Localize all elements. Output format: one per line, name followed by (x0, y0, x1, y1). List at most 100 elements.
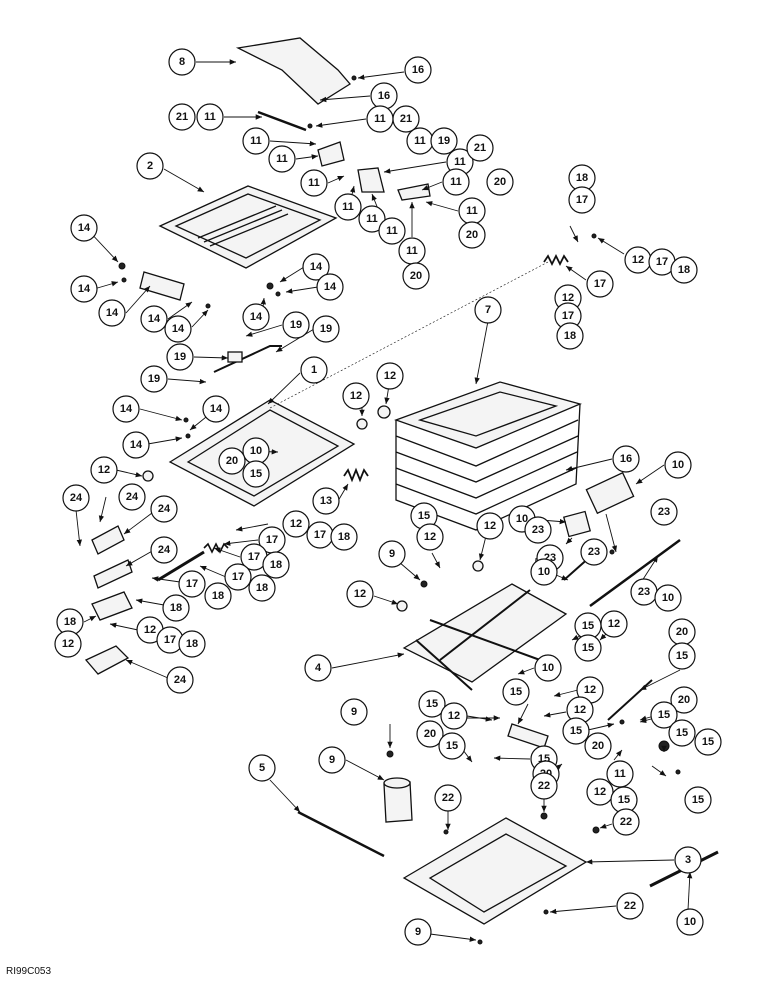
callout-10: 10 (534, 654, 562, 682)
callout-7: 7 (474, 296, 502, 324)
svg-text:20: 20 (678, 694, 690, 706)
callout-15: 15 (418, 690, 446, 718)
svg-text:23: 23 (588, 546, 600, 558)
svg-text:11: 11 (374, 113, 386, 125)
callout-12: 12 (346, 580, 374, 608)
callouts: 8 16 16 21 11 11 21 11 11 19 11 11 21 2 … (54, 48, 722, 946)
svg-text:17: 17 (656, 256, 668, 268)
callout-11: 11 (268, 145, 296, 173)
svg-text:14: 14 (172, 323, 185, 335)
svg-text:24: 24 (174, 674, 187, 686)
callout-17: 17 (554, 302, 582, 330)
svg-text:22: 22 (538, 780, 550, 792)
callout-15: 15 (694, 728, 722, 756)
callout-20: 20 (458, 221, 486, 249)
svg-text:17: 17 (576, 194, 588, 206)
callout-12: 12 (624, 246, 652, 274)
callout-11: 11 (378, 217, 406, 245)
svg-text:14: 14 (130, 439, 143, 451)
callout-22: 22 (612, 808, 640, 836)
callout-5: 5 (248, 754, 276, 782)
callout-9: 9 (318, 746, 346, 774)
svg-text:14: 14 (78, 283, 91, 295)
svg-text:12: 12 (484, 520, 496, 532)
callout-14: 14 (140, 305, 168, 333)
callout-17: 17 (240, 543, 268, 571)
svg-text:7: 7 (485, 304, 491, 316)
callout-20: 20 (486, 168, 514, 196)
callout-18: 18 (262, 551, 290, 579)
callout-22: 22 (530, 772, 558, 800)
svg-text:20: 20 (424, 728, 436, 740)
scissor-arms (415, 589, 541, 691)
svg-text:15: 15 (582, 620, 594, 632)
callout-15: 15 (668, 642, 696, 670)
svg-text:11: 11 (414, 135, 426, 147)
svg-text:15: 15 (510, 686, 522, 698)
svg-text:18: 18 (212, 590, 224, 602)
svg-text:19: 19 (320, 323, 332, 335)
svg-text:18: 18 (270, 559, 282, 571)
svg-text:2: 2 (147, 160, 153, 172)
svg-text:11: 11 (342, 201, 354, 213)
svg-text:11: 11 (204, 111, 216, 123)
bushing-12 (377, 405, 391, 419)
svg-text:19: 19 (174, 351, 186, 363)
callout-22: 22 (616, 892, 644, 920)
svg-text:24: 24 (126, 491, 139, 503)
svg-text:24: 24 (158, 544, 171, 556)
callout-12: 12 (476, 512, 504, 540)
callout-9: 9 (378, 540, 406, 568)
svg-text:18: 18 (186, 638, 198, 650)
svg-text:14: 14 (250, 311, 263, 323)
latch-block (227, 351, 243, 363)
callout-21: 21 (392, 105, 420, 133)
callout-15: 15 (650, 701, 678, 729)
svg-text:18: 18 (256, 582, 268, 594)
bushing-12b (356, 418, 368, 430)
callout-14: 14 (70, 275, 98, 303)
svg-text:20: 20 (592, 740, 604, 752)
svg-text:12: 12 (448, 710, 460, 722)
svg-text:10: 10 (250, 445, 262, 457)
callout-11: 11 (442, 168, 470, 196)
callout-20: 20 (402, 262, 430, 290)
callout-20: 20 (584, 732, 612, 760)
callout-12: 12 (416, 523, 444, 551)
callout-21: 21 (466, 134, 494, 162)
svg-text:13: 13 (320, 495, 332, 507)
callout-12: 12 (586, 778, 614, 806)
callout-23: 23 (524, 516, 552, 544)
callout-17: 17 (586, 270, 614, 298)
damper-15 (507, 723, 549, 749)
svg-text:5: 5 (259, 762, 265, 774)
callout-24: 24 (62, 484, 90, 512)
callout-17: 17 (224, 563, 252, 591)
svg-text:12: 12 (632, 254, 644, 266)
svg-text:12: 12 (354, 588, 366, 600)
assembly-reference-line (269, 261, 549, 409)
callout-17: 17 (306, 521, 334, 549)
callout-10: 10 (530, 558, 558, 586)
callout-19: 19 (140, 365, 168, 393)
callout-14: 14 (302, 253, 330, 281)
svg-text:18: 18 (576, 172, 588, 184)
callout-17: 17 (178, 570, 206, 598)
callout-18: 18 (178, 630, 206, 658)
callout-19: 19 (166, 343, 194, 371)
coil-spring-13 (343, 467, 369, 483)
svg-text:11: 11 (308, 177, 320, 189)
svg-text:11: 11 (366, 213, 378, 225)
base-plate-3 (402, 817, 588, 925)
svg-text:12: 12 (384, 370, 396, 382)
spring-17 (203, 542, 229, 554)
callout-12: 12 (90, 456, 118, 484)
svg-text:20: 20 (676, 626, 688, 638)
callout-15: 15 (668, 719, 696, 747)
shock-body-10 (562, 510, 592, 538)
callout-11: 11 (334, 193, 362, 221)
callout-14: 14 (112, 395, 140, 423)
svg-text:9: 9 (389, 548, 395, 560)
callout-18: 18 (248, 574, 276, 602)
